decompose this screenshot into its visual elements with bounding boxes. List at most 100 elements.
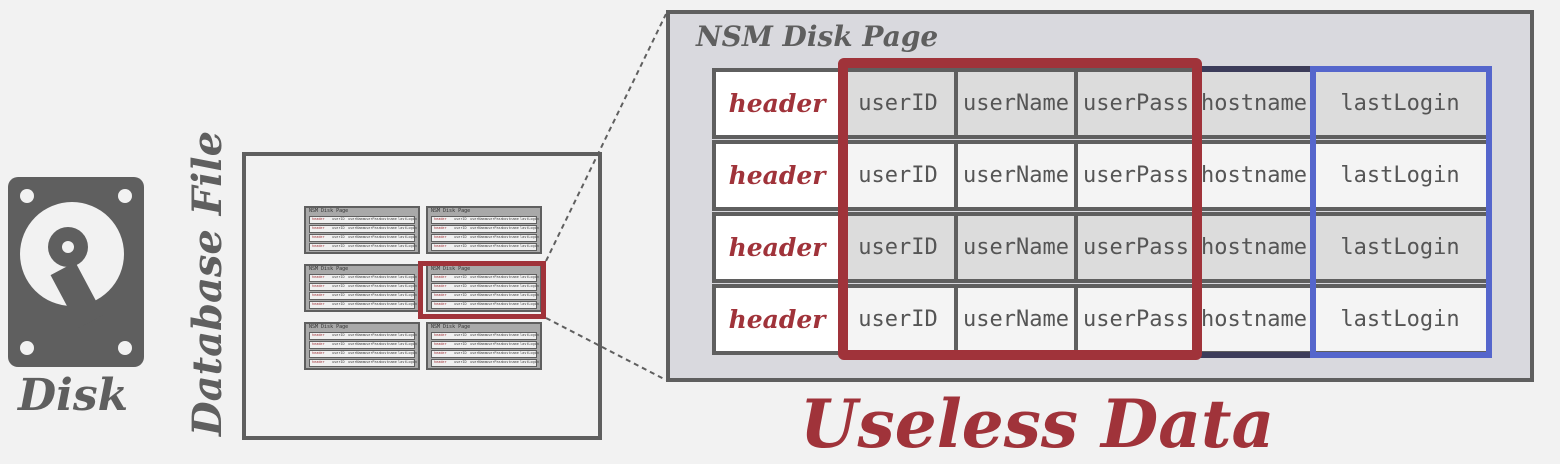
mini-cell: userPass [364, 244, 381, 248]
mini-cell: header [312, 293, 325, 297]
mini-cell: header [434, 333, 447, 337]
mini-cell: userID [454, 360, 467, 364]
mini-cell: userID [454, 351, 467, 355]
mini-cell: userPass [486, 293, 503, 297]
mini-cell: userName [470, 293, 487, 297]
mini-cell: hostname [380, 302, 397, 306]
mini-cell: header [312, 217, 325, 221]
lastlogin-highlight-box [1310, 66, 1492, 358]
mini-cell: userName [348, 293, 365, 297]
header-cell: header [712, 284, 842, 355]
data-cell-username: userName [954, 68, 1078, 139]
mini-cell: header [434, 217, 447, 221]
mini-cell: userPass [364, 333, 381, 337]
mini-cell: hostname [502, 226, 519, 230]
mini-cell: userID [332, 351, 345, 355]
mini-cell: lastLogin [520, 351, 539, 355]
mini-cell: userPass [486, 217, 503, 221]
mini-cell: lastLogin [398, 360, 417, 364]
data-cell-lastlogin: lastLogin [1310, 212, 1490, 283]
nsm-page-title: NSM Disk Page [696, 20, 939, 53]
mini-cell: userPass [364, 360, 381, 364]
mini-cell: userName [470, 342, 487, 346]
mini-cell: lastLogin [520, 244, 539, 248]
mini-cell: userName [470, 302, 487, 306]
mini-page-title: NSM Disk Page [309, 266, 349, 272]
mini-page-title: NSM Disk Page [431, 208, 471, 214]
mini-cell: userName [348, 342, 365, 346]
mini-cell: lastLogin [520, 226, 539, 230]
mini-cell: lastLogin [520, 333, 539, 337]
mini-cell: lastLogin [398, 284, 417, 288]
mini-cell: userName [470, 217, 487, 221]
mini-cell: header [312, 302, 325, 306]
disk-label: Disk [18, 370, 129, 421]
useless-data-highlight-box [838, 58, 1202, 360]
mini-cell: userName [470, 275, 487, 279]
header-cell: header [712, 68, 842, 139]
mini-cell: lastLogin [398, 275, 417, 279]
mini-cell: userName [348, 284, 365, 288]
mini-page-title: NSM Disk Page [309, 208, 349, 214]
mini-cell: userID [332, 333, 345, 337]
mini-cell: userID [454, 284, 467, 288]
data-cell-userpass: userPass [1074, 212, 1198, 283]
mini-cell: hostname [502, 351, 519, 355]
mini-cell: lastLogin [520, 342, 539, 346]
mini-cell: hostname [380, 293, 397, 297]
mini-cell: userID [454, 235, 467, 239]
mini-cell: userID [332, 284, 345, 288]
mini-cell: lastLogin [398, 351, 417, 355]
mini-cell: userName [470, 333, 487, 337]
mini-cell: lastLogin [398, 226, 417, 230]
mini-cell: hostname [502, 217, 519, 221]
mini-cell: userID [332, 226, 345, 230]
data-cell-hostname: hostname [1194, 140, 1314, 211]
mini-cell: userName [348, 351, 365, 355]
mini-cell: userID [454, 275, 467, 279]
mini-cell: header [312, 235, 325, 239]
mini-cell: lastLogin [398, 333, 417, 337]
mini-cell: hostname [380, 217, 397, 221]
mini-cell: userPass [364, 226, 381, 230]
mini-cell: userName [348, 333, 365, 337]
mini-cell: userPass [364, 302, 381, 306]
data-cell-userid: userID [838, 140, 958, 211]
mini-cell: lastLogin [520, 302, 539, 306]
mini-cell: header [434, 302, 447, 306]
mini-cell: userPass [486, 235, 503, 239]
mini-cell: userName [348, 235, 365, 239]
mini-cell: userPass [486, 284, 503, 288]
mini-cell: hostname [380, 351, 397, 355]
mini-cell: hostname [502, 235, 519, 239]
mini-cell: hostname [380, 360, 397, 364]
disk-hub-hole [62, 241, 74, 253]
data-cell-hostname: hostname [1194, 68, 1314, 139]
mini-cell: userID [454, 302, 467, 306]
mini-cell: userName [470, 284, 487, 288]
mini-cell: lastLogin [520, 217, 539, 221]
mini-cell: userName [348, 302, 365, 306]
mini-cell: userName [470, 360, 487, 364]
mini-cell: userPass [364, 284, 381, 288]
mini-cell: userName [348, 360, 365, 364]
header-cell: header [712, 212, 842, 283]
useless-data-caption: Useless Data [800, 385, 1275, 463]
mini-cell: userPass [486, 275, 503, 279]
